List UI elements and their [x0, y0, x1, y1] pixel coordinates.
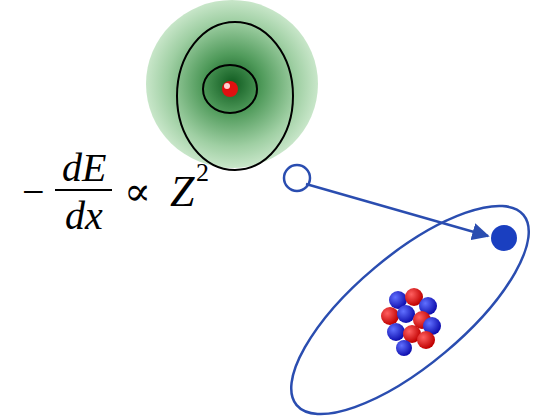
fraction-bar — [55, 189, 112, 191]
nucleus-highlight — [224, 83, 230, 89]
variable: Z — [170, 170, 194, 214]
inner-orbit — [203, 65, 257, 113]
transfer-arrow — [306, 184, 488, 236]
electron-hole — [284, 165, 310, 191]
numerator: dE — [62, 148, 106, 188]
exponent: 2 — [196, 160, 209, 186]
electron — [491, 225, 517, 251]
denominator: dx — [65, 196, 103, 236]
minus-sign: − — [22, 172, 45, 212]
orbit — [261, 173, 539, 419]
nucleus-cluster — [381, 288, 441, 356]
outer-orbit — [177, 22, 293, 170]
nucleus — [222, 81, 238, 97]
proportional-sign: ∝ — [124, 172, 151, 212]
